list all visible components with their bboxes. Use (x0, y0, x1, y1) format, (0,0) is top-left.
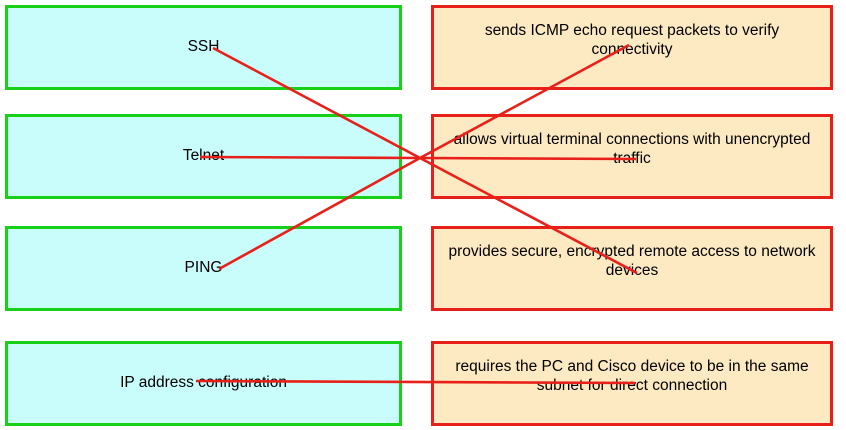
term-label-telnet: Telnet (182, 147, 225, 165)
definition-label-virtual-terminal: allows virtual terminal connections with… (453, 130, 811, 167)
definition-box-secure-remote-access[interactable]: provides secure, encrypted remote access… (431, 226, 833, 311)
definition-box-icmp-echo[interactable]: sends ICMP echo request packets to verif… (431, 5, 833, 90)
definition-box-same-subnet[interactable]: requires the PC and Cisco device to be i… (431, 341, 833, 426)
term-label-ip-address-configuration: IP address configuration (120, 374, 287, 392)
definition-label-icmp-echo: sends ICMP echo request packets to verif… (484, 21, 780, 58)
term-box-ip-address-configuration[interactable]: IP address configuration (5, 341, 402, 426)
term-box-telnet[interactable]: Telnet (5, 114, 402, 199)
term-box-ping[interactable]: PING (5, 226, 402, 311)
definition-label-same-subnet: requires the PC and Cisco device to be i… (455, 357, 809, 394)
term-box-ssh[interactable]: SSH (5, 5, 402, 90)
term-label-ssh: SSH (187, 38, 220, 56)
definition-box-virtual-terminal[interactable]: allows virtual terminal connections with… (431, 114, 833, 199)
definition-label-secure-remote-access: provides secure, encrypted remote access… (448, 242, 816, 279)
term-label-ping: PING (184, 259, 223, 277)
